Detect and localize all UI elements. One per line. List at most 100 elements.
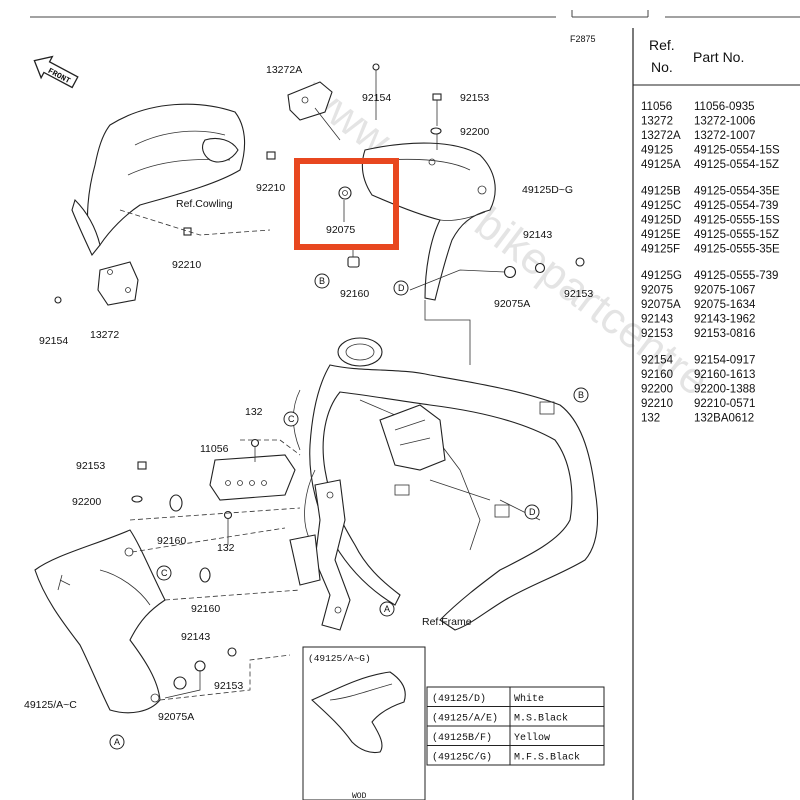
color-table-color: M.F.S.Black bbox=[514, 752, 580, 764]
grommet-92075A-top bbox=[503, 265, 517, 279]
bracket-13272A bbox=[287, 81, 333, 121]
fastener-92210-b bbox=[183, 227, 192, 236]
parts-table-part-no: 92143-1962 bbox=[694, 314, 755, 326]
inset-box: (49125/A~G) WOD bbox=[302, 646, 426, 800]
parts-table-part-no: 13272-1006 bbox=[694, 116, 755, 128]
label-92154-top: 92154 bbox=[362, 92, 391, 104]
marker-A-frame: A bbox=[379, 601, 395, 617]
parts-table-ref: 92154 bbox=[641, 355, 674, 367]
grommet-92075 bbox=[338, 186, 352, 200]
label-92210-a: 92210 bbox=[256, 182, 285, 194]
bolt-92153-top bbox=[432, 93, 442, 108]
label-49125D-G: 49125D~G bbox=[522, 184, 573, 196]
screw-92154-top bbox=[372, 63, 380, 78]
parts-table-ref: 49125E bbox=[641, 229, 681, 241]
washer-92200-left bbox=[131, 495, 143, 503]
parts-table-ref: 49125A bbox=[641, 159, 681, 171]
parts-table-ref: 92075A bbox=[641, 299, 681, 311]
marker-A-low: A bbox=[109, 734, 125, 750]
upper-cowling bbox=[71, 103, 246, 257]
parts-table-part-no: 92210-0571 bbox=[694, 398, 755, 410]
parts-table-ref: 49125C bbox=[641, 200, 681, 212]
svg-text:D: D bbox=[529, 507, 536, 517]
parts-table-part-no: 49125-0555-15Z bbox=[694, 229, 779, 241]
grommet-92160-mid bbox=[169, 494, 183, 512]
figure-code: F2875 bbox=[570, 34, 596, 44]
label-13272: 13272 bbox=[90, 329, 119, 341]
parts-table-rows: 11056 11056-0935 13272 13272-1006 13272A 1327… bbox=[641, 101, 780, 425]
parts-table-ref: 49125G bbox=[641, 270, 682, 282]
parts-table-part-no: 92200-1388 bbox=[694, 384, 755, 396]
inset-title: (49125/A~G) bbox=[308, 653, 371, 664]
parts-table-part-no: 92075-1067 bbox=[694, 285, 755, 297]
parts-table-part-no: 92160-1613 bbox=[694, 369, 755, 381]
parts-table-ref: 13272A bbox=[641, 130, 681, 142]
bracket-13272 bbox=[97, 261, 139, 306]
parts-table-part-no: 132BA0612 bbox=[694, 413, 754, 425]
label-92160-top: 92160 bbox=[340, 288, 369, 300]
label-92153-right: 92153 bbox=[564, 288, 593, 300]
parts-table-ref: 49125 bbox=[641, 145, 673, 157]
parts-table-part-no: 49125-0555-15S bbox=[694, 215, 780, 227]
label-ref-frame: Ref.Frame bbox=[422, 616, 472, 628]
label-92153-left: 92153 bbox=[76, 460, 105, 472]
parts-table-part-no: 49125-0554-15Z bbox=[694, 159, 779, 171]
parts-table-ref: 92210 bbox=[641, 398, 673, 410]
marker-C-low: C bbox=[156, 565, 172, 581]
parts-table-ref: 92200 bbox=[641, 384, 673, 396]
bolt-92153-low bbox=[227, 647, 237, 657]
parts-table-ref: 13272 bbox=[641, 116, 673, 128]
parts-table-part-no: 49125-0554-15S bbox=[694, 145, 780, 157]
label-11056: 11056 bbox=[200, 443, 229, 455]
parts-table-ref: 92143 bbox=[641, 314, 673, 326]
label-92200-left: 92200 bbox=[72, 496, 101, 508]
assembly-lines bbox=[119, 78, 506, 701]
parts-table-part-no: 92075-1634 bbox=[694, 299, 756, 311]
grommet-92160-low bbox=[199, 567, 211, 583]
collar-92143-top bbox=[534, 262, 546, 274]
label-92153-top: 92153 bbox=[460, 92, 489, 104]
parts-table-part-no: 13272-1007 bbox=[694, 130, 755, 142]
collar-92143-low bbox=[194, 660, 206, 672]
parts-table-header-part: Part No. bbox=[693, 49, 744, 65]
parts-table-ref: 49125B bbox=[641, 186, 681, 198]
front-arrow-icon: FRONT bbox=[33, 55, 79, 89]
screw-132-top bbox=[250, 438, 260, 448]
color-table: (49125/D)White(49125/A/E)M.S.Black(49125… bbox=[426, 686, 605, 766]
parts-table-ref: 92075 bbox=[641, 285, 673, 297]
color-table-color: White bbox=[514, 693, 544, 705]
label-92143-low: 92143 bbox=[181, 631, 210, 643]
parts-table-part-no: 49125-0555-739 bbox=[694, 270, 778, 282]
marker-B-frame: B bbox=[573, 387, 589, 403]
parts-table-ref: 49125F bbox=[641, 244, 680, 256]
label-92075A-low: 92075A bbox=[158, 711, 194, 723]
label-132-top: 132 bbox=[245, 406, 263, 418]
color-table-ref: (49125/A/E) bbox=[432, 713, 498, 725]
marker-D-top: D bbox=[393, 280, 409, 296]
color-table-color: Yellow bbox=[514, 732, 550, 744]
label-92153-low: 92153 bbox=[214, 680, 243, 692]
parts-table-part-no: 11056-0935 bbox=[694, 101, 755, 113]
label-92200-top: 92200 bbox=[460, 126, 489, 138]
label-ref-cowling: Ref.Cowling bbox=[176, 198, 233, 210]
parts-table-part-no: 49125-0554-35E bbox=[694, 186, 780, 198]
parts-table-ref: 49125D bbox=[641, 215, 681, 227]
frame bbox=[292, 337, 599, 631]
label-92160-mid: 92160 bbox=[157, 535, 186, 547]
bolt-92153-right bbox=[575, 257, 585, 267]
bolt-92153-left bbox=[137, 461, 147, 470]
parts-table-ref: 92153 bbox=[641, 328, 673, 340]
parts-table-ref: 11056 bbox=[641, 101, 672, 113]
label-92143-top: 92143 bbox=[523, 229, 552, 241]
parts-table-part-no: 49125-0554-739 bbox=[694, 200, 778, 212]
side-cover-49125-A-C bbox=[34, 529, 166, 714]
fastener-92210-a bbox=[266, 151, 276, 160]
svg-text:B: B bbox=[319, 276, 325, 286]
parts-table-ref: 92160 bbox=[641, 369, 673, 381]
parts-table-header-ref-line1: Ref. bbox=[649, 37, 675, 53]
label-92210-b: 92210 bbox=[172, 259, 201, 271]
washer-92200-top bbox=[430, 127, 442, 135]
marker-C-top: C bbox=[283, 411, 299, 427]
